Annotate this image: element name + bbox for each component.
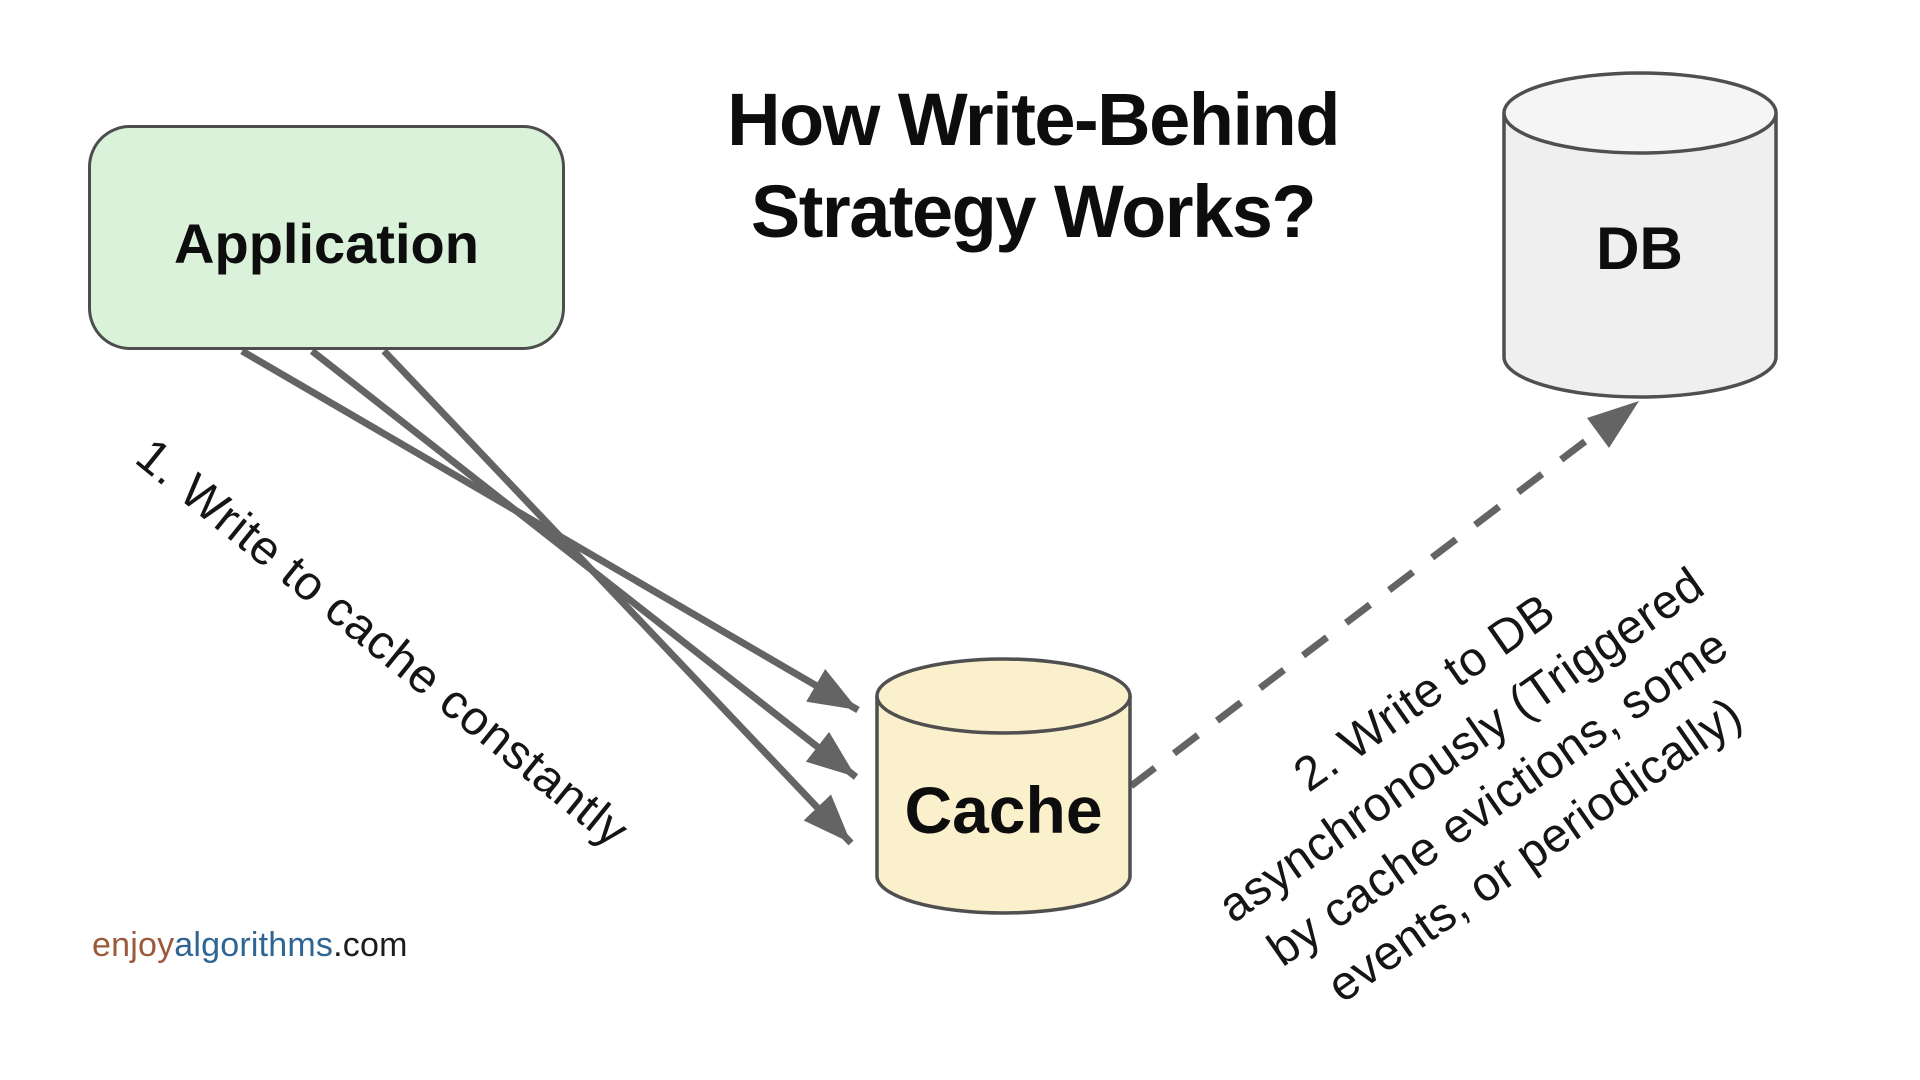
application-node: Application: [88, 125, 565, 350]
watermark-algorithms: algorithms: [174, 926, 334, 964]
db-label: DB: [1596, 215, 1683, 282]
cache-cylinder-top: [875, 657, 1132, 735]
write-to-cache-arrows: [240, 347, 860, 846]
watermark-enjoy: enjoy: [92, 926, 175, 964]
db-cylinder-body: [1502, 113, 1778, 399]
cache-cylinder-body: [875, 696, 1132, 915]
watermark-domain: .com: [333, 926, 408, 964]
application-label: Application: [174, 212, 479, 275]
write-to-db-arrowhead-icon: [1587, 401, 1639, 448]
watermark: enjoyalgorithms.com: [92, 926, 408, 965]
db-cylinder-icon: [1502, 71, 1778, 399]
write-to-cache-arrow-3: [381, 348, 854, 846]
db-cylinder-top: [1502, 71, 1778, 155]
cache-label: Cache: [904, 773, 1103, 847]
diagram-title: How Write-Behind Strategy Works?: [727, 78, 1340, 253]
write-to-db-dashed-line: [1128, 418, 1615, 789]
cache-cylinder-icon: [875, 657, 1132, 915]
write-to-db-dashed-arrow: [1128, 401, 1639, 789]
